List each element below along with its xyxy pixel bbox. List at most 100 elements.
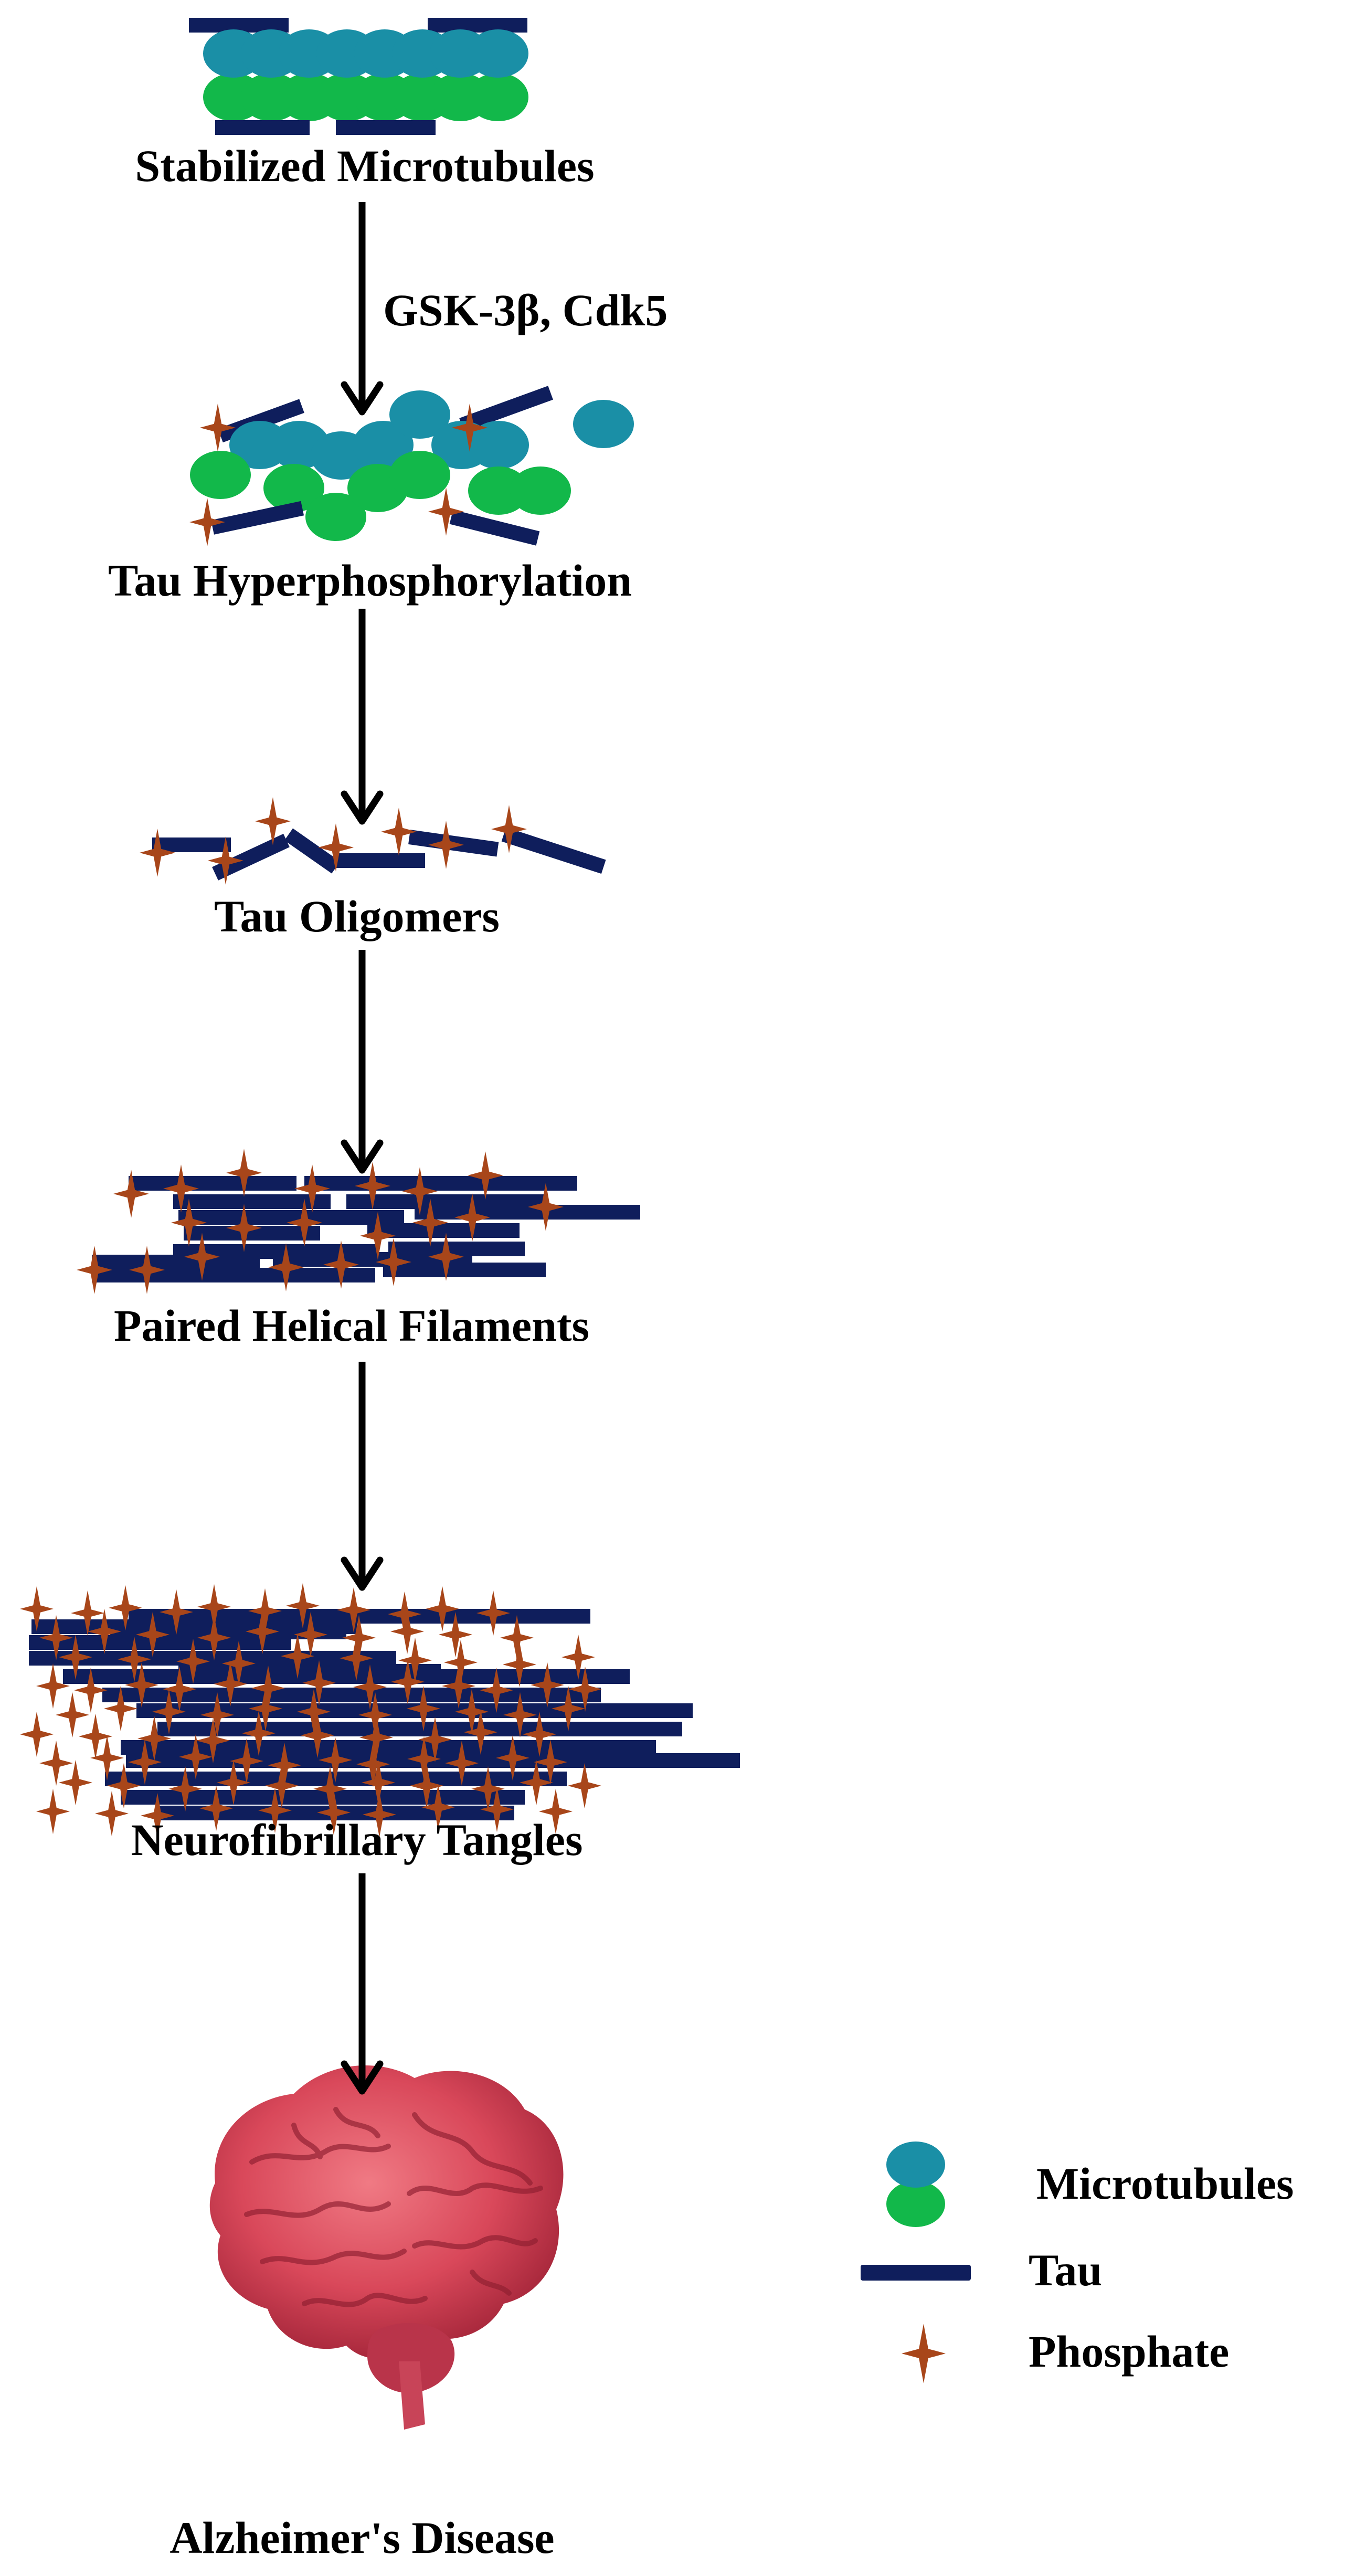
legend-label-microtubules: Microtubules [1036,2158,1294,2209]
brain-fold [291,2123,323,2159]
phosphate [359,1714,393,1761]
phosphate [200,1692,234,1738]
phosphate [168,1766,202,1812]
phosphate [363,1791,396,1838]
phosphate [319,1737,352,1783]
neurofibrillary-tangles-illustration [20,1583,740,1839]
phosphate [902,2324,946,2383]
phosphate [199,1785,233,1831]
phosphate [88,1608,121,1655]
phosphate [113,1170,149,1218]
phosphate [196,1718,230,1764]
microtubule-icon [886,2142,945,2227]
phosphate [302,1660,336,1706]
phosphate [125,1662,158,1708]
phosphate [179,1734,213,1780]
phosphate [281,1633,314,1679]
phosphate [90,1735,124,1781]
phosphate [39,1740,73,1786]
phosphate [568,1666,602,1712]
phosphate [455,1689,489,1735]
phosphate [217,1759,250,1806]
arrowhead [341,2060,384,2095]
phosphate [301,1712,334,1758]
tau-protein [92,1255,260,1269]
phosphate [20,1586,54,1632]
microtubule-subunit [389,451,450,499]
phosphate [442,1663,475,1709]
phosphate [129,1246,165,1294]
phosphate [500,1615,534,1661]
brain-cerebellum [367,2323,455,2393]
phosphate-icon [902,2324,946,2383]
microtubule-subunit [886,2181,945,2227]
phosphate [418,1716,452,1763]
tau-protein [459,386,553,432]
phosphate [376,1238,411,1286]
phosphate [214,1661,247,1707]
phosphate [255,797,291,845]
microtubule-subunit [389,390,450,439]
phosphate [77,1246,112,1294]
phosphate [176,1638,210,1684]
arrowhead [341,1139,384,1174]
phosphate [480,1667,513,1713]
phosphate [362,1759,395,1806]
phosphate [428,821,464,869]
brain-folds [244,2107,543,2307]
phosphate [412,1199,448,1247]
pathway-arrow [341,202,384,416]
phosphate [160,1589,193,1635]
phosphate [208,836,243,885]
phosphate [248,1588,282,1634]
tau-protein [449,510,540,546]
stage-label-neurofibrillary-tangles: Neurofibrillary Tangles [131,1815,583,1865]
legend-label-phosphate: Phosphate [1029,2326,1229,2377]
arrowhead [341,1556,384,1591]
phosphate [464,1709,497,1755]
phosphate [251,1665,285,1711]
microtubule-subunit [305,493,366,541]
microtubule-subunit [468,467,529,515]
brain-stem [399,2361,425,2430]
brain-fold [249,2144,391,2165]
phosphate [20,1711,54,1757]
microtubule-subunit [886,2142,945,2188]
stage-label-tau-oligomers: Tau Oligomers [214,891,500,941]
microtubule-subunit [190,451,251,499]
phosphate [471,1766,505,1812]
brain-fold [302,2293,428,2307]
phosphate [390,1608,424,1655]
phosphate [355,1162,390,1210]
phosphate [356,1741,390,1787]
phosphate [297,1689,331,1735]
phosphate [184,1233,220,1281]
pathway-arrow [341,609,384,825]
phosphate [294,1612,327,1658]
microtubule-subunit [468,421,529,469]
microtubule-subunit [353,421,414,469]
stage-label-stabilized-microtubules: Stabilized Microtubules [135,141,594,191]
stage-label-tau-hyperphosphorylation: Tau Hyperphosphorylation [108,555,632,606]
microtubule-subunit [468,29,528,78]
phosphate [358,1692,392,1738]
phosphate [552,1685,585,1732]
phosphate [313,1766,347,1812]
tau-protein [173,1194,331,1209]
phosphate [107,1763,141,1809]
phosphate [534,1739,567,1785]
legend-item-tau: Tau [861,2245,1102,2295]
phosphate [265,1763,299,1809]
phosphate [520,1759,553,1806]
phosphate [246,1608,279,1655]
phosphate [140,829,175,877]
phosphate [294,1164,330,1213]
phosphate [226,1204,262,1252]
phosphate [337,1587,370,1633]
phosphate [353,1664,387,1710]
phosphate [136,1612,169,1658]
tau-protein [178,1664,441,1679]
tau-protein [428,18,527,33]
